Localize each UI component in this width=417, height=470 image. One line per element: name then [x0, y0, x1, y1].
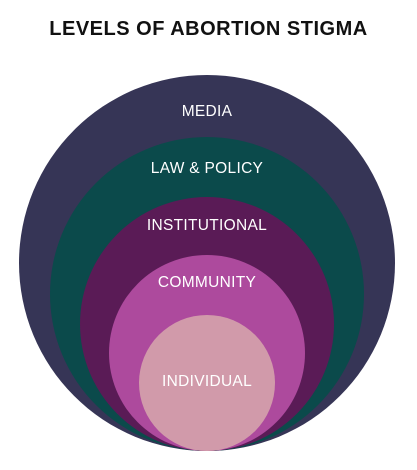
label-institutional: INSTITUTIONAL	[147, 217, 267, 234]
circle-individual	[139, 315, 275, 451]
label-media: MEDIA	[182, 103, 233, 120]
label-law-policy: LAW & POLICY	[151, 160, 263, 177]
label-individual: INDIVIDUAL	[162, 373, 252, 390]
diagram-title: LEVELS OF ABORTION STIGMA	[49, 18, 368, 40]
label-community: COMMUNITY	[158, 274, 256, 291]
